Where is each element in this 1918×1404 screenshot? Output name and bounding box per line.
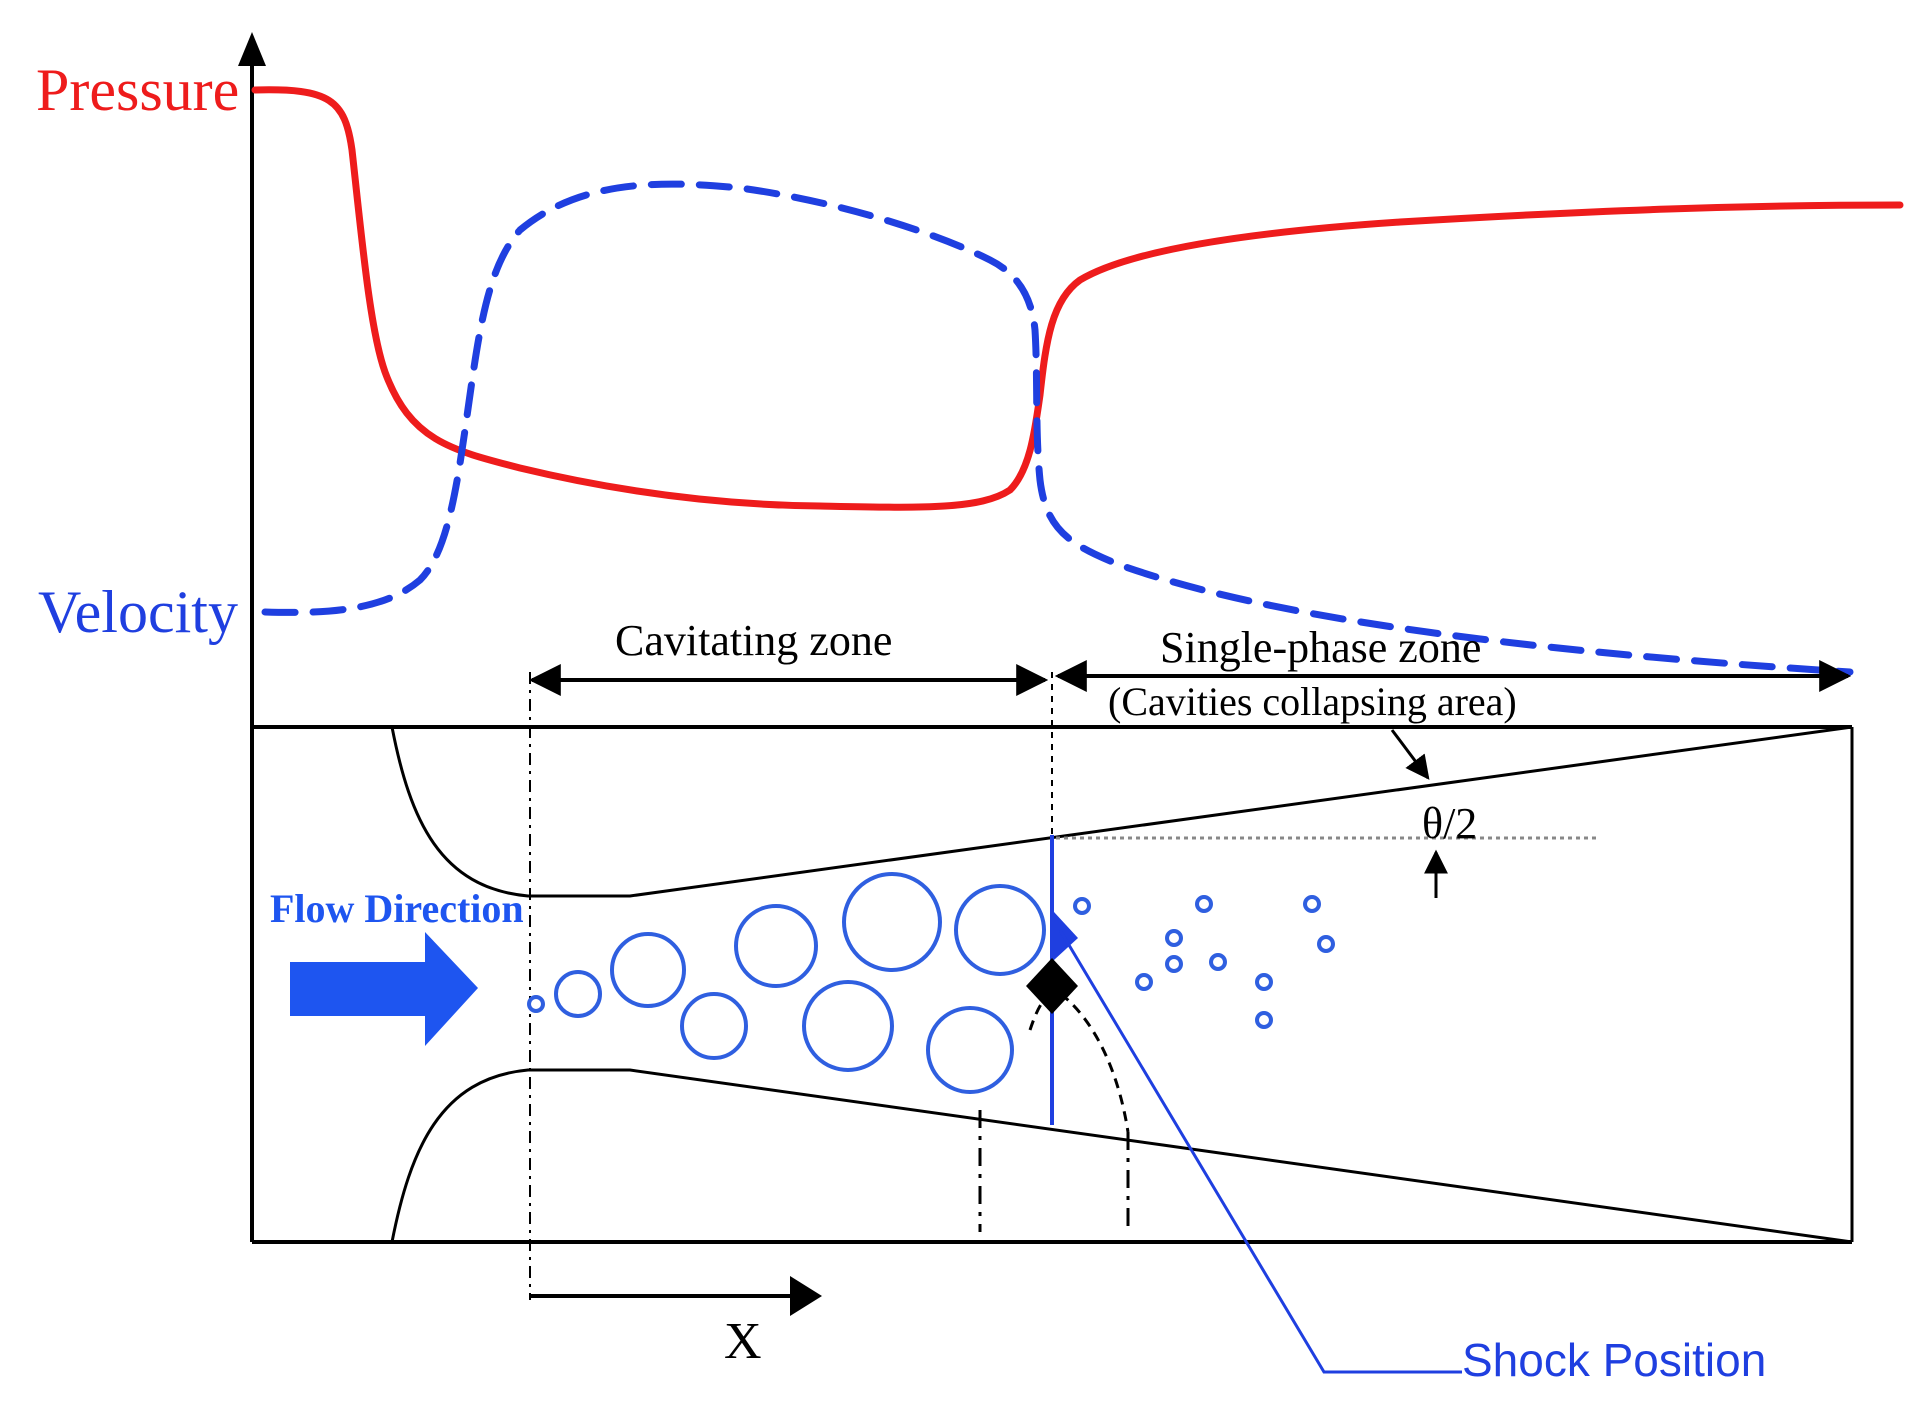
velocity-label: Velocity	[38, 579, 238, 645]
half-angle-label: θ/2	[1422, 799, 1477, 848]
bubble	[1195, 895, 1213, 913]
x-axis-label: X	[724, 1313, 762, 1370]
bubble	[554, 970, 602, 1018]
collapsing-area-label: (Cavities collapsing area)	[1108, 679, 1517, 724]
bubble	[1073, 897, 1091, 915]
bubble	[1255, 1011, 1273, 1029]
shock-position-pointer	[1058, 929, 1462, 1374]
bubble	[610, 932, 686, 1008]
bubble	[680, 992, 748, 1060]
bubble	[1209, 953, 1227, 971]
pressure-label: Pressure	[36, 57, 239, 123]
bubble	[926, 1006, 1014, 1094]
cavitating-zone-label: Cavitating zone	[615, 616, 892, 665]
bubble	[1135, 973, 1153, 991]
bubble	[1255, 973, 1273, 991]
bubble	[1165, 929, 1183, 947]
cavitation-bubbles	[527, 872, 1335, 1094]
shock-curve	[1028, 992, 1130, 1133]
x-direction-arrowhead	[790, 1276, 822, 1316]
bubble	[734, 904, 818, 988]
pressure-curve	[251, 86, 1904, 511]
single-phase-zone-label: Single-phase zone	[1160, 623, 1481, 672]
bubble	[1317, 935, 1335, 953]
bubble	[842, 872, 942, 972]
bubble	[1165, 955, 1183, 973]
bubble	[527, 995, 545, 1013]
venturi-top-wall	[390, 725, 1853, 898]
shock-position-label: Shock Position	[1462, 1334, 1766, 1386]
velocity-curve	[261, 180, 1854, 676]
venturi-bottom-wall	[390, 1068, 1853, 1244]
bubble	[802, 980, 894, 1072]
flow-direction-label: Flow Direction	[270, 886, 524, 931]
bubble	[1303, 895, 1321, 913]
shock-arrow-marker	[1054, 912, 1078, 960]
flow-direction-arrow	[290, 932, 478, 1046]
bubble	[954, 884, 1046, 976]
shock-diamond-marker	[1026, 958, 1078, 1014]
angle-leader-arrow	[1390, 729, 1430, 780]
y-axis-arrowhead	[238, 32, 266, 66]
